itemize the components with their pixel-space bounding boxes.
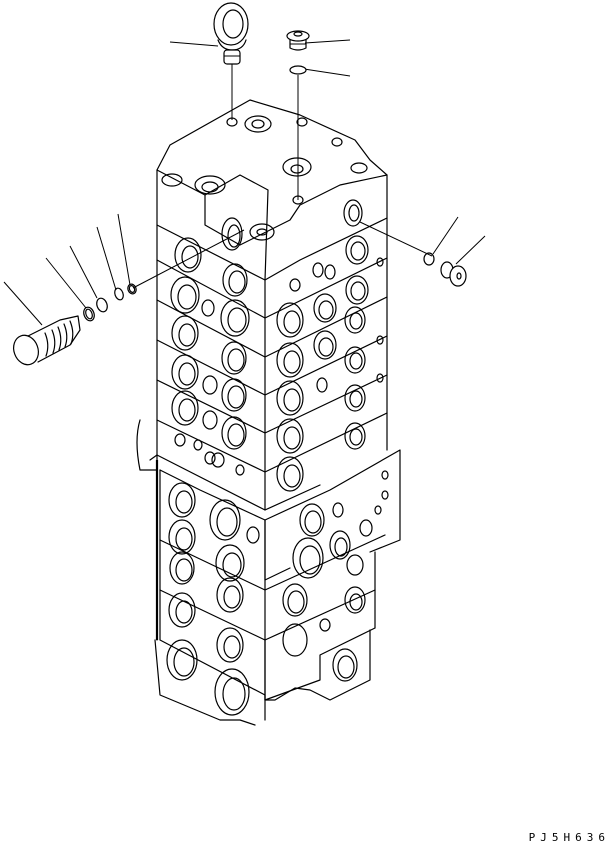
right-plug-icon [440,261,467,287]
ports-left [170,237,250,476]
ports-right [276,235,384,492]
top-plug-icon [286,30,310,51]
left-plug-icon [13,315,81,366]
eye-bolt-icon [213,2,249,65]
valve-body [136,99,401,726]
figure-code-label: PJ5H636 [528,831,610,844]
left-oring-icons [83,283,137,322]
right-oring-icon [423,252,435,266]
ports-lower [166,470,389,716]
callout-leaders [3,39,486,326]
top-oring-icon [289,65,307,75]
